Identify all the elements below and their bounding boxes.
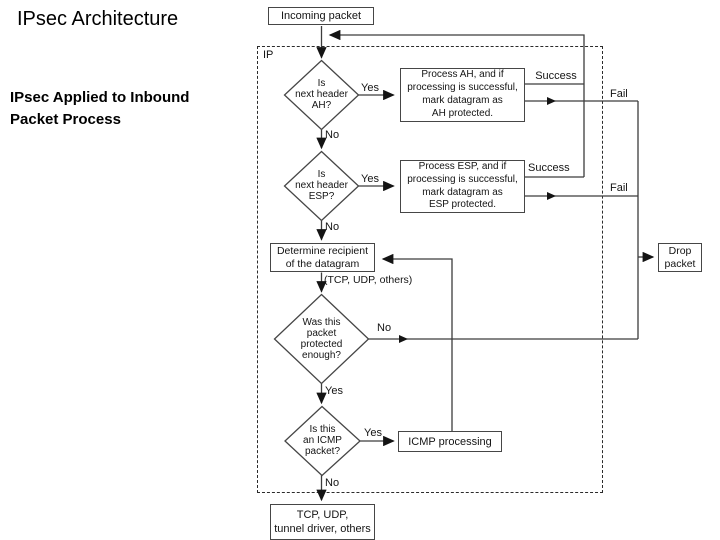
edge-label-ah-fail: Fail	[610, 88, 628, 100]
tcp-udp-drivers-box: TCP, UDP, tunnel driver, others	[270, 504, 375, 540]
edge-success-loopback	[328, 29, 585, 177]
protected-decision-label: Was this packet protected enough?	[300, 317, 343, 361]
ip-region-label: IP	[263, 49, 274, 61]
edge-label-ah-no: No	[325, 129, 340, 141]
protected-decision-shape	[273, 293, 370, 385]
edge-label-ah-success: Success	[535, 70, 577, 82]
icmp-processing-box: ICMP processing	[398, 431, 502, 452]
edge-label-icmp-yes: Yes	[364, 427, 382, 439]
edge-label-protected-yes: Yes	[325, 385, 343, 397]
edge-label-protected-no: No	[377, 322, 392, 334]
incoming-packet-box: Incoming packet	[268, 7, 374, 25]
process-ah-box: Process AH, and if processing is success…	[400, 68, 525, 122]
icmp-decision-shape	[284, 405, 361, 477]
drop-packet-box: Drop packet	[658, 243, 702, 272]
esp-decision-shape	[283, 150, 360, 222]
arrowhead	[547, 192, 556, 200]
ah-decision-shape	[283, 59, 360, 131]
process-esp-box: Process ESP, and if processing is succes…	[400, 160, 525, 213]
esp-decision-label: Is next header ESP?	[295, 169, 348, 202]
edge-label-icmp-no: No	[325, 477, 340, 489]
edge-label-esp-fail: Fail	[610, 182, 628, 194]
slide-title: IPsec Architecture	[17, 8, 179, 30]
slide-subtitle: IPsec Applied to Inbound Packet Process	[10, 89, 190, 128]
edge-label-ah-yes: Yes	[361, 82, 379, 94]
edge-label-esp-no: No	[325, 221, 340, 233]
icmp-decision-label: Is this an ICMP packet?	[303, 424, 342, 457]
edge-icmp-loopback	[381, 253, 453, 432]
ah-decision-label: Is next header AH?	[295, 78, 348, 111]
edge-label-recipients: (TCP, UDP, others)	[324, 274, 413, 286]
arrowhead	[547, 97, 556, 105]
edge-label-esp-success: Success	[528, 162, 570, 174]
arrowhead	[399, 335, 408, 343]
determine-recipient-box: Determine recipient of the datagram	[270, 243, 375, 272]
edge-label-esp-yes: Yes	[361, 173, 379, 185]
ip-dashed-region	[257, 46, 603, 493]
